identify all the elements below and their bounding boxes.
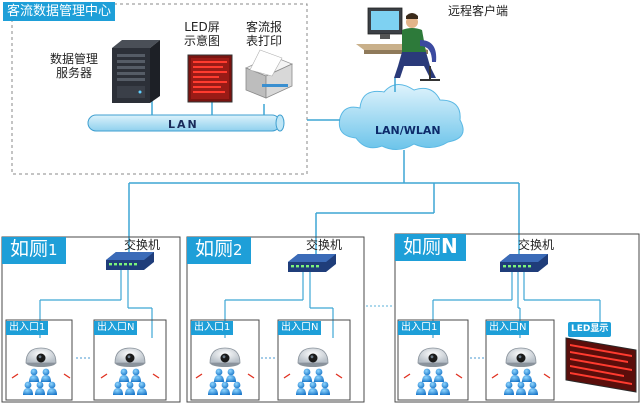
site-2-entry-n: 出入口N xyxy=(278,321,322,335)
led-screen-icon xyxy=(565,337,637,393)
lan-label: LAN xyxy=(168,118,199,131)
dome-camera-icon xyxy=(114,347,146,368)
data-center-title: 客流数据管理中心 xyxy=(3,2,116,21)
server-icon xyxy=(112,40,160,103)
switch-icon xyxy=(106,252,154,270)
site-2-frame xyxy=(186,236,365,403)
site-2-entry-1: 出入口1 xyxy=(191,321,234,335)
dome-camera-icon xyxy=(297,347,329,368)
remote-user-icon xyxy=(356,7,440,81)
server-label: 数据管理 服务器 xyxy=(50,52,99,80)
people-counter-icon xyxy=(100,368,160,395)
site-n-entry-1: 出入口1 xyxy=(398,321,441,335)
people-counter-icon xyxy=(403,368,463,395)
led-screen-label: LED屏 示意图 xyxy=(184,20,221,48)
site-1-title: 如厕1 xyxy=(2,237,66,264)
remote-client-label: 远程客户端 xyxy=(448,4,509,18)
people-counter-icon xyxy=(491,368,551,395)
site-n-entry-n: 出入口N xyxy=(486,321,530,335)
dome-camera-icon xyxy=(25,347,57,368)
people-counter-icon xyxy=(283,368,343,395)
led-display-label: LED显示 xyxy=(568,322,612,337)
site-1-switch-label: 交换机 xyxy=(124,238,161,252)
dome-camera-icon xyxy=(417,347,449,368)
cloud-label: LAN/WLAN xyxy=(375,124,441,137)
lan-bus-icon xyxy=(87,114,285,132)
people-counter-icon xyxy=(11,368,71,395)
site-n-title: 如厕N xyxy=(395,234,466,261)
network-cloud-icon xyxy=(338,84,464,150)
dome-camera-icon xyxy=(209,347,241,368)
site-1-entry-1: 出入口1 xyxy=(6,321,49,335)
dome-camera-icon xyxy=(505,347,537,368)
site-n-switch-label: 交换机 xyxy=(518,238,555,252)
printer-icon xyxy=(244,49,294,99)
site-1-entry-n: 出入口N xyxy=(94,321,138,335)
site-1-frame xyxy=(1,236,181,403)
data-center-frame xyxy=(11,3,308,175)
people-counter-icon xyxy=(195,368,255,395)
led-screen-icon xyxy=(187,54,233,103)
switch-icon xyxy=(288,254,336,272)
switch-icon xyxy=(500,254,548,272)
site-2-title: 如厕2 xyxy=(187,237,251,264)
site-n-frame xyxy=(394,233,640,403)
printer-label: 客流报 表打印 xyxy=(246,20,283,48)
site-2-switch-label: 交换机 xyxy=(306,238,343,252)
